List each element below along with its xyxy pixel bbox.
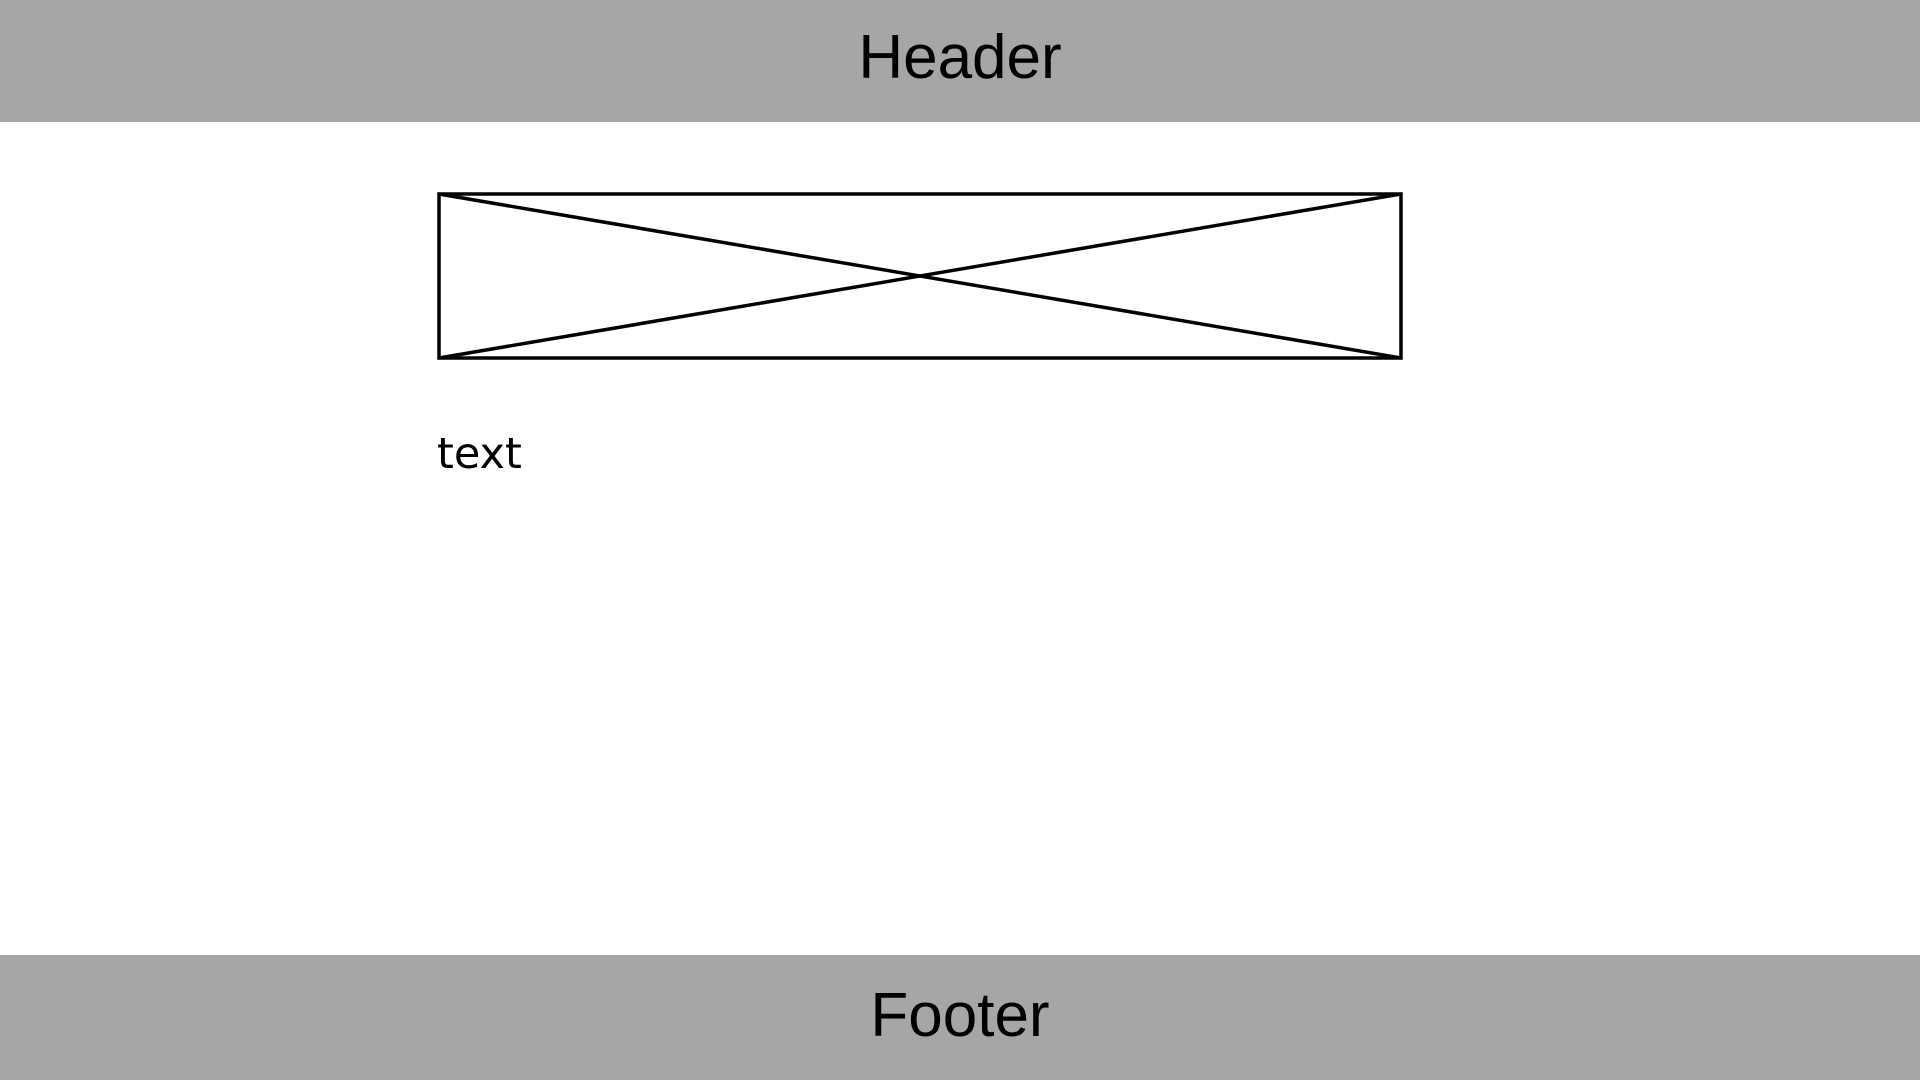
footer-title: Footer <box>870 980 1050 1050</box>
body-text: text <box>437 429 522 479</box>
image-placeholder-frame <box>437 192 1403 360</box>
image-placeholder-icon <box>437 192 1403 360</box>
header-bar: Header <box>0 0 1920 122</box>
footer-bar: Footer <box>0 955 1920 1080</box>
image-placeholder-diagonal-up <box>438 192 1402 360</box>
header-title: Header <box>858 23 1062 92</box>
